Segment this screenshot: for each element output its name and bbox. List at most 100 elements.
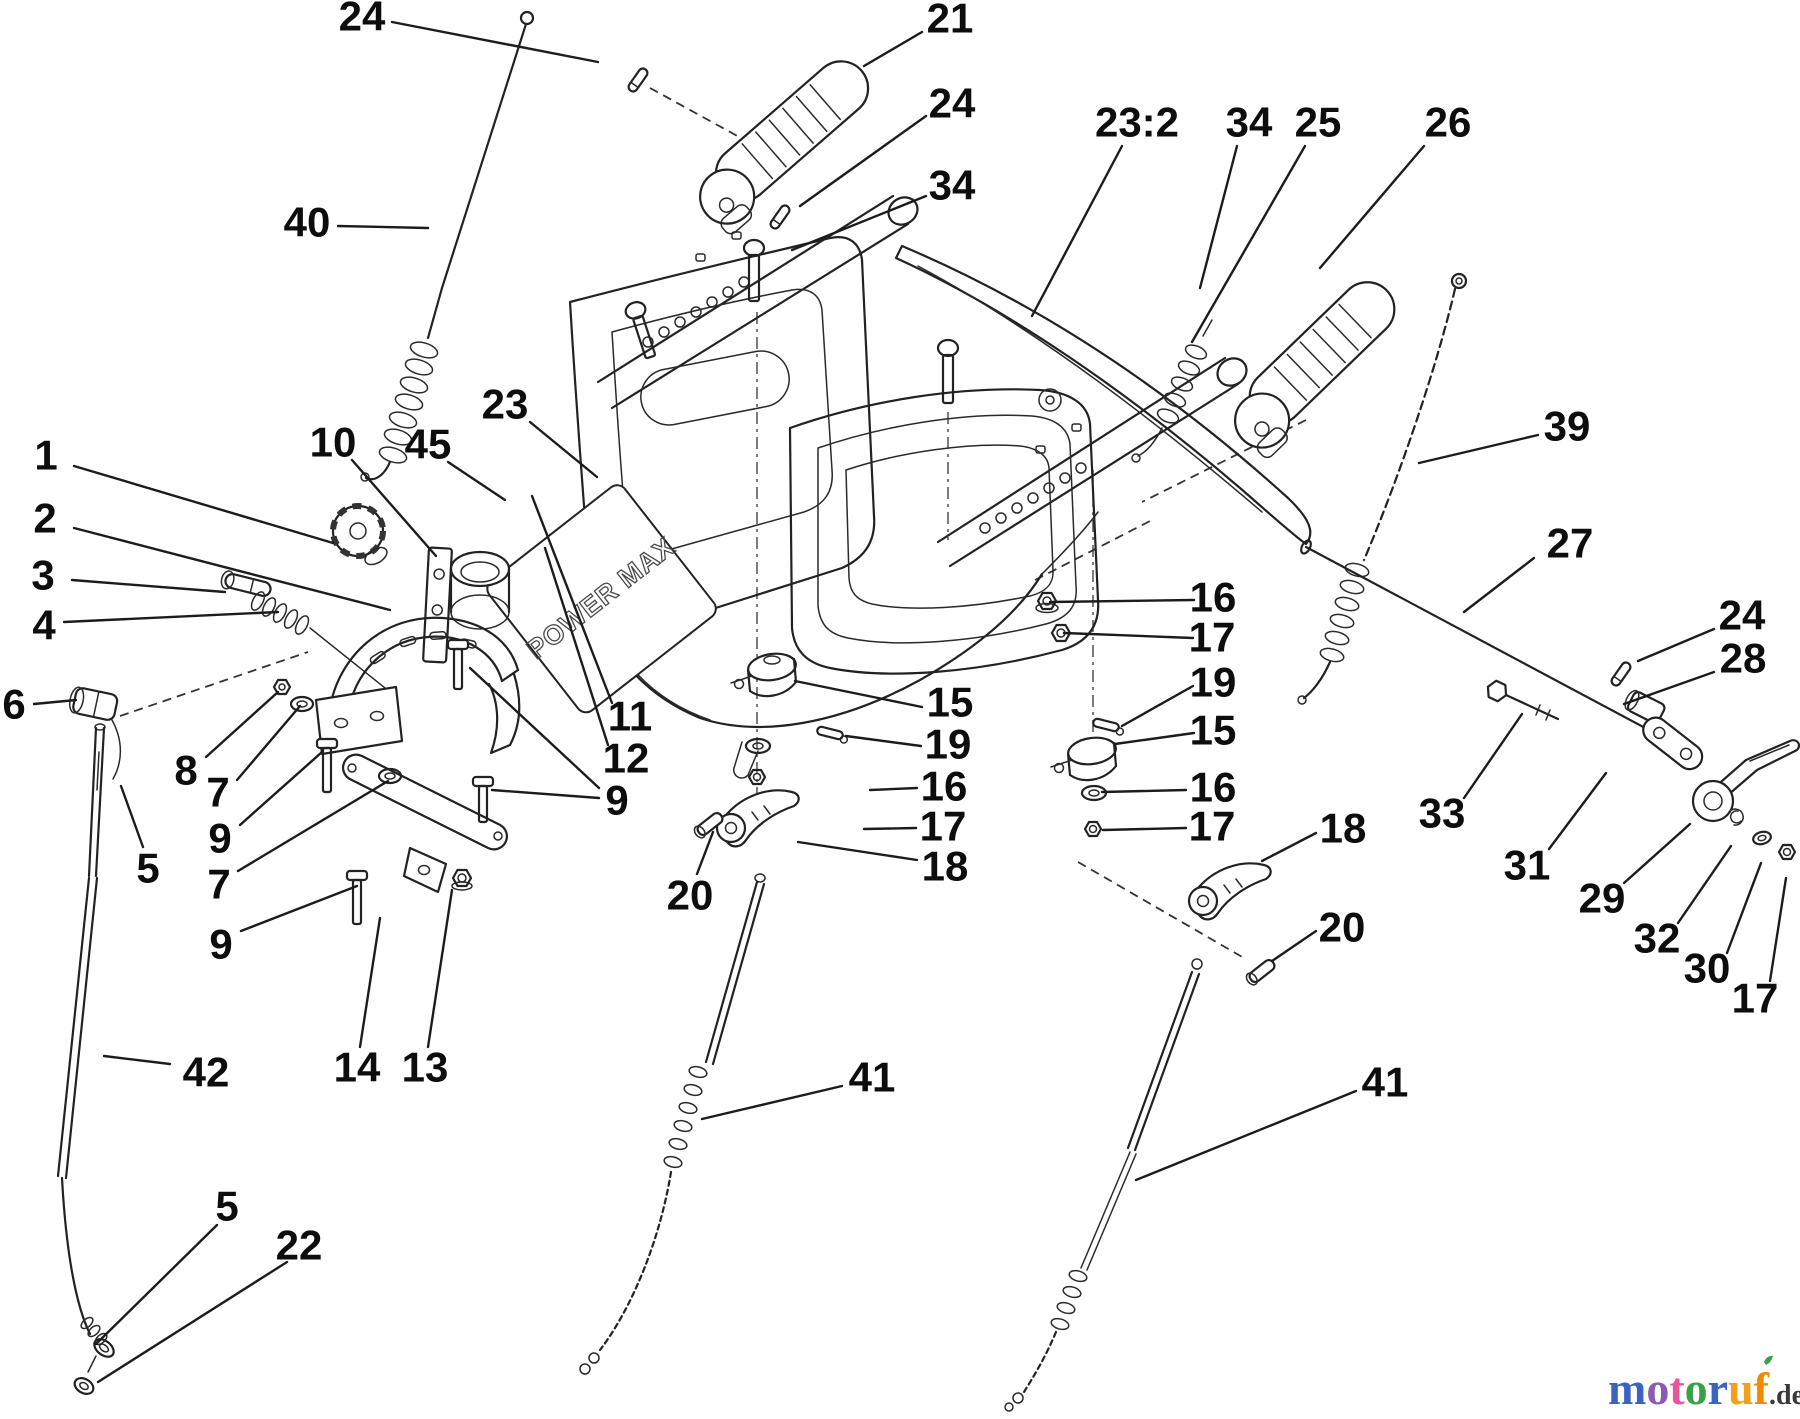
logo-letter: o (1646, 1363, 1669, 1414)
logo-letter: t (1669, 1363, 1685, 1414)
part-label-11: 11 (608, 693, 652, 740)
link-plate-31 (1642, 716, 1704, 771)
cable-clamp-15-right (1050, 736, 1118, 782)
carriage-bolt-34-c (936, 338, 960, 405)
part-label-2: 2 (33, 495, 56, 542)
leader-lines (32, 20, 1788, 1384)
part-label-18-a: 18 (922, 843, 969, 890)
part-label-33: 33 (1419, 790, 1466, 837)
speed-selector-bracket (314, 616, 521, 756)
part-label-21: 21 (927, 0, 974, 42)
traction-rod-27 (1300, 539, 1694, 755)
logo-letter: u (1728, 1363, 1754, 1414)
logo-tick-icon (1764, 1355, 1773, 1365)
part-label-5-a: 5 (136, 845, 159, 892)
part-label-4: 4 (32, 602, 56, 649)
part-labels: 24 21 24 34 23:2 34 25 26 40 23 10 45 1 … (2, 0, 1778, 1269)
part-label-10: 10 (310, 419, 357, 466)
handle-grip-21 (699, 60, 870, 235)
bolt-20-right (1245, 958, 1276, 986)
nut-17-end (1777, 843, 1797, 861)
part-label-18-b: 18 (1320, 805, 1367, 852)
part-label-9-c: 9 (605, 777, 628, 824)
part-label-30: 30 (1684, 945, 1731, 992)
part-label-16-b: 16 (1190, 574, 1237, 621)
bolt-20-left (693, 811, 724, 839)
part-label-34-a: 34 (929, 162, 976, 209)
part-label-12: 12 (603, 735, 650, 782)
logo-letter: f (1754, 1363, 1770, 1414)
logo-letter: r (1708, 1363, 1728, 1414)
bolt-33 (1486, 679, 1560, 721)
nut-22 (73, 1377, 95, 1395)
logo-text: motoruf.de (1608, 1363, 1800, 1414)
tube-rib-teeth-left (642, 276, 750, 348)
nut-17-left (747, 768, 767, 786)
pin-19-left (816, 725, 849, 744)
part-label-16-c: 16 (1190, 764, 1237, 811)
bolt-9-c (446, 638, 470, 691)
washer-7-b (377, 767, 403, 785)
bolt-9-a (315, 737, 339, 794)
carriage-bolt-34-a (742, 238, 766, 303)
construction-lines (119, 87, 1307, 959)
part-label-9-b: 9 (209, 921, 232, 968)
part-label-8: 8 (174, 747, 197, 794)
part-label-29: 29 (1579, 875, 1626, 922)
part-label-13: 13 (402, 1044, 449, 1091)
part-label-39: 39 (1544, 403, 1591, 450)
cable-41-right (1004, 958, 1203, 1412)
pin-19-right (1092, 717, 1125, 736)
part-label-20-b: 20 (1319, 904, 1366, 951)
nut-13 (451, 868, 473, 891)
part-label-5-b: 5 (215, 1183, 238, 1230)
part-label-7-b: 7 (207, 861, 230, 908)
knob-1 (330, 503, 388, 566)
lever-hub-29 (1691, 739, 1800, 823)
part-label-6: 6 (2, 681, 25, 728)
part-label-45: 45 (405, 421, 452, 468)
logo-letter: m (1608, 1363, 1646, 1414)
spring-25 (1131, 319, 1213, 463)
washer-7-a (289, 695, 315, 713)
bolt-9-d (471, 775, 495, 824)
lever-18-left (715, 789, 800, 848)
cable-39 (1297, 272, 1468, 705)
panel-blade-23-2 (894, 244, 1312, 546)
part-label-7-a: 7 (206, 769, 229, 816)
part-label-25: 25 (1295, 99, 1342, 146)
rail-14 (341, 753, 509, 894)
logo-letter: o (1685, 1363, 1708, 1414)
part-label-31: 31 (1504, 842, 1551, 889)
part-label-24-a: 24 (339, 0, 386, 40)
part-label-19-b: 19 (1190, 659, 1237, 706)
part-label-19-a: 19 (925, 721, 972, 768)
lever-18-right (1187, 862, 1272, 921)
part-label-41-a: 41 (1362, 1059, 1409, 1106)
part-label-9-a: 9 (208, 815, 231, 862)
part-label-17-c: 17 (1189, 803, 1236, 850)
part-label-28: 28 (1720, 635, 1767, 682)
pin-24-c (1610, 661, 1632, 687)
watermark-logo: motoruf.de (1608, 1355, 1800, 1414)
tube-rib-teeth-right (979, 462, 1087, 534)
part-label-42: 42 (183, 1049, 230, 1096)
part-label-17-a: 17 (920, 803, 967, 850)
shift-dome-cap (449, 550, 511, 630)
bolt-9-b (345, 869, 369, 926)
part-label-40: 40 (284, 199, 331, 246)
cable-clamp-15-left (730, 652, 798, 698)
nut-8 (272, 678, 292, 696)
part-label-16-a: 16 (921, 763, 968, 810)
carriage-bolt-34-b (624, 301, 657, 360)
clip-32 (1728, 808, 1744, 826)
clevis-pin-3 (220, 570, 272, 597)
part-label-41-b: 41 (849, 1054, 896, 1101)
part-label-26: 26 (1425, 99, 1472, 146)
part-label-3: 3 (31, 552, 54, 599)
part-label-34-b: 34 (1226, 99, 1273, 146)
handle-grip-26 (1234, 281, 1396, 459)
part-label-20-a: 20 (667, 872, 714, 919)
